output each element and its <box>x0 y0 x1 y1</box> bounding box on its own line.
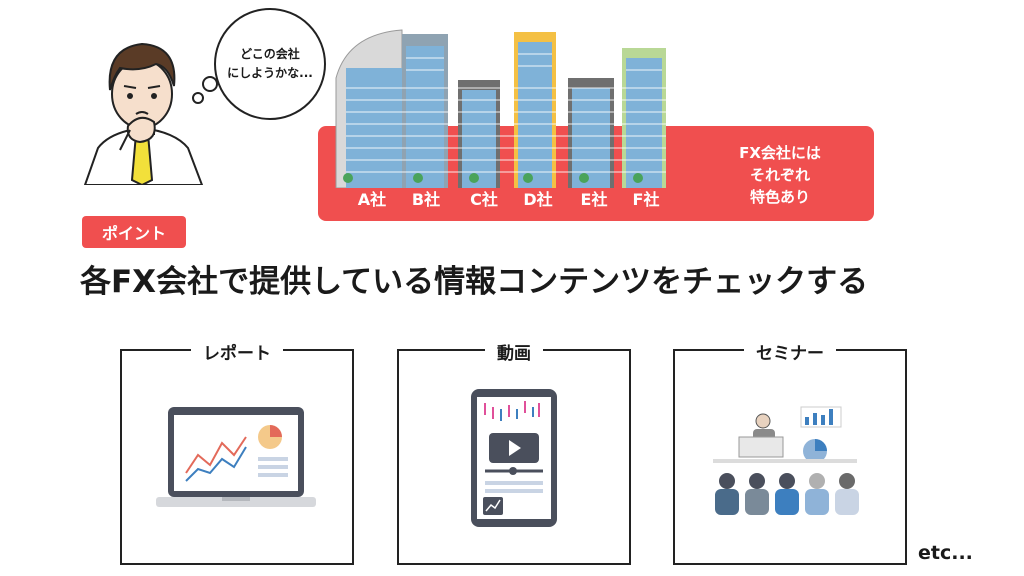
banner-note: FX会社には それぞれ 特色あり <box>739 144 821 206</box>
seminar-icon <box>713 406 859 515</box>
thought-dot-small <box>192 92 204 104</box>
tablet-video-icon <box>471 389 557 527</box>
card-seminar: セミナー <box>673 339 907 565</box>
card-title-report: レポート <box>191 339 283 364</box>
etc-label: etc... <box>918 542 973 564</box>
company-label-c: C社 <box>470 190 498 209</box>
thinking-person-illustration <box>80 30 205 187</box>
card-title-video: 動画 <box>485 339 543 364</box>
card-report: レポート <box>120 339 354 565</box>
company-label-b: B社 <box>411 190 441 209</box>
company-label-d: D社 <box>523 190 553 209</box>
buildings-illustration <box>335 29 666 188</box>
company-label-a: A社 <box>357 190 387 209</box>
card-video: 動画 <box>397 339 631 565</box>
point-badge: ポイント <box>82 216 186 248</box>
company-label-e: E社 <box>580 190 608 209</box>
laptop-report-icon <box>156 407 316 507</box>
headline: 各FX会社で提供している情報コンテンツをチェックする <box>80 264 869 300</box>
thought-bubble: どこの会社 にしようかな... <box>214 8 326 120</box>
company-label-f: F社 <box>632 190 660 209</box>
card-title-seminar: セミナー <box>744 339 836 364</box>
